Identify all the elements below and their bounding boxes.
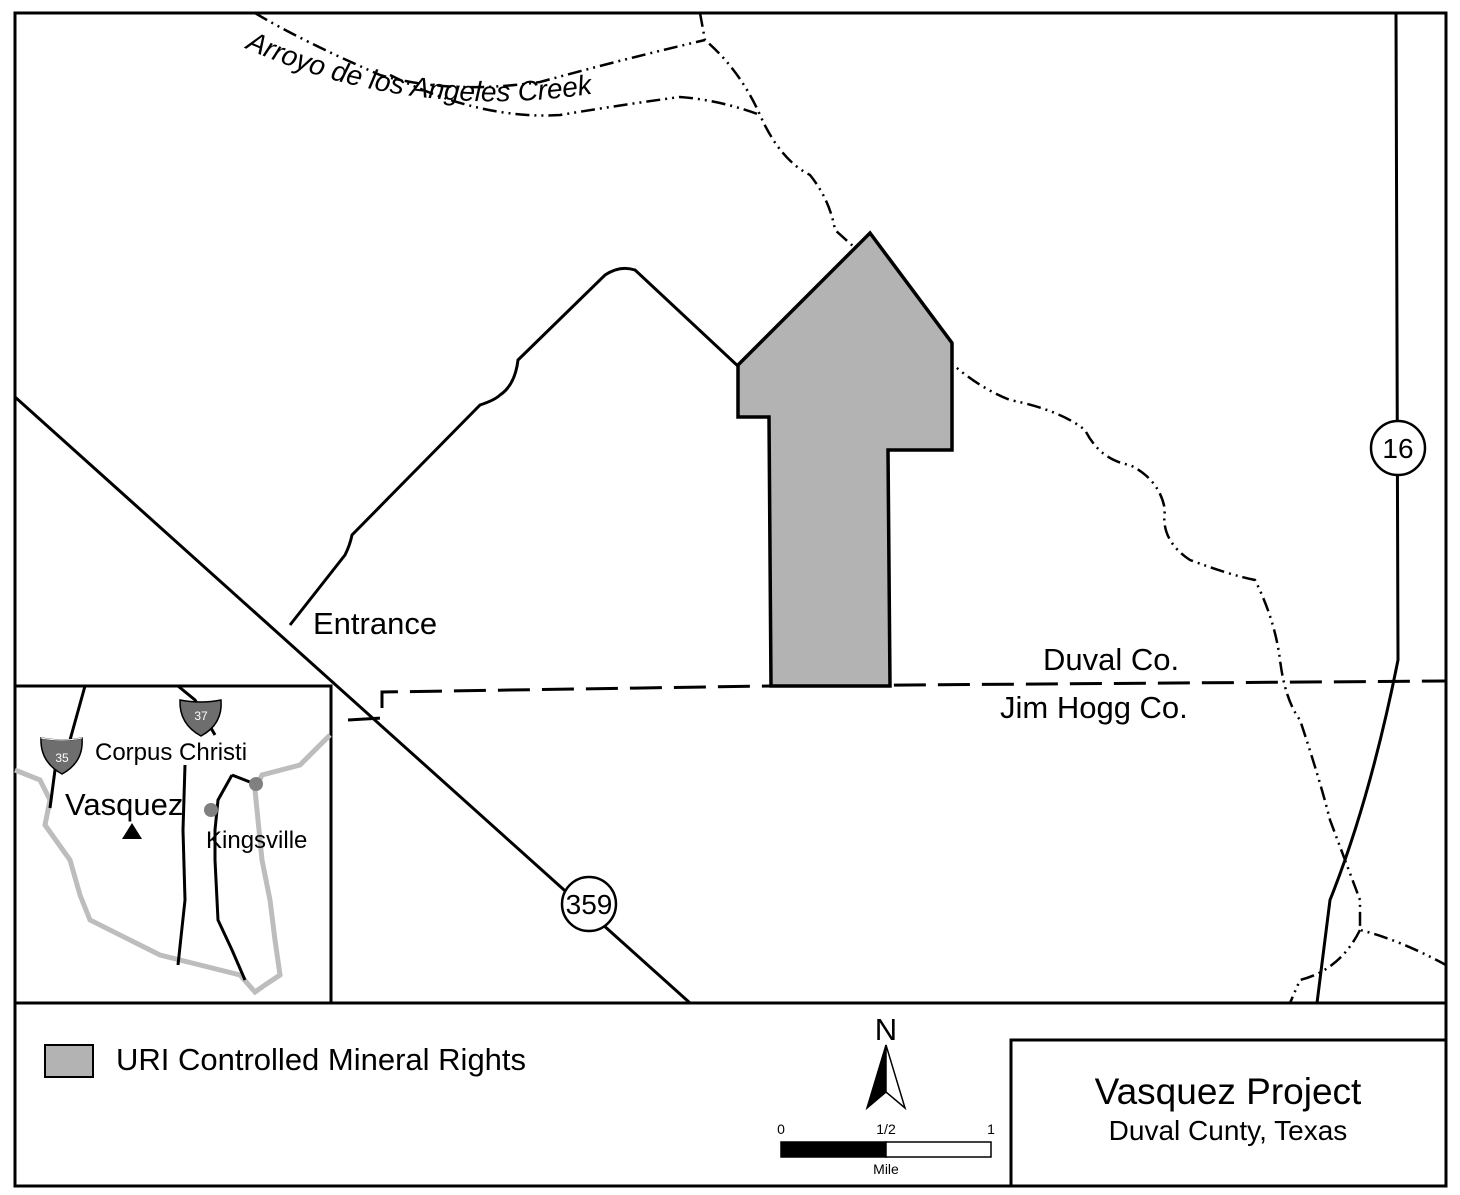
- north-arrow: N: [865, 1012, 907, 1111]
- legend-label: URI Controlled Mineral Rights: [116, 1042, 526, 1077]
- map-subtitle: Duval Cunty, Texas: [1109, 1115, 1348, 1146]
- route-shield-16: 16: [1369, 419, 1427, 477]
- creek-tributary-branch: [1288, 929, 1362, 1003]
- inset-vasquez-label: Vasquez: [65, 787, 183, 822]
- inset-kingsville-dot: [204, 803, 218, 817]
- map-title: Vasquez Project: [1095, 1071, 1362, 1112]
- highway-16: [1315, 13, 1400, 1003]
- scale-tick-1: 1: [987, 1121, 995, 1137]
- inset-road-77: [213, 774, 247, 981]
- county-south-label: Jim Hogg Co.: [1000, 690, 1188, 725]
- inset-county-boundary: [14, 733, 332, 996]
- svg-text:16: 16: [1382, 433, 1413, 464]
- creek-north-bank: [254, 13, 706, 89]
- creek-south-bank: [389, 73, 761, 117]
- county-line: [347, 679, 1446, 722]
- creek-tributary: [698, 13, 1446, 967]
- title-block: Vasquez Project Duval Cunty, Texas: [1009, 1038, 1448, 1188]
- entrance-label: Entrance: [313, 606, 437, 641]
- svg-text:35: 35: [55, 751, 69, 765]
- inset-kingsville-label: Kingsville: [206, 827, 307, 854]
- inset-map: 35 37 Corpus Christi Vasquez Kingsville: [13, 684, 333, 1005]
- svg-text:37: 37: [194, 709, 208, 723]
- county-north-label: Duval Co.: [1043, 642, 1179, 677]
- svg-text:359: 359: [566, 889, 613, 920]
- inset-shield-35: 35: [40, 737, 83, 775]
- scale-bar: 0 1/2 1 Mile: [777, 1121, 995, 1177]
- scale-unit: Mile: [873, 1161, 899, 1177]
- inset-road-281: [176, 764, 187, 966]
- map-frame: [13, 11, 1448, 1188]
- legend: URI Controlled Mineral Rights: [44, 1042, 526, 1078]
- scale-tick-0: 0: [777, 1121, 785, 1137]
- inset-corpus-christi-label: Corpus Christi: [95, 739, 247, 766]
- scale-tick-half: 1/2: [876, 1121, 896, 1137]
- route-shield-359: 359: [560, 875, 618, 933]
- mineral-rights-parcel: [736, 230, 954, 688]
- north-arrow-label: N: [875, 1012, 897, 1047]
- inset-corpus-christi-dot: [249, 777, 263, 791]
- inset-shield-37: 37: [179, 699, 222, 737]
- legend-swatch: [44, 1044, 94, 1078]
- inset-vasquez-marker: [122, 823, 142, 839]
